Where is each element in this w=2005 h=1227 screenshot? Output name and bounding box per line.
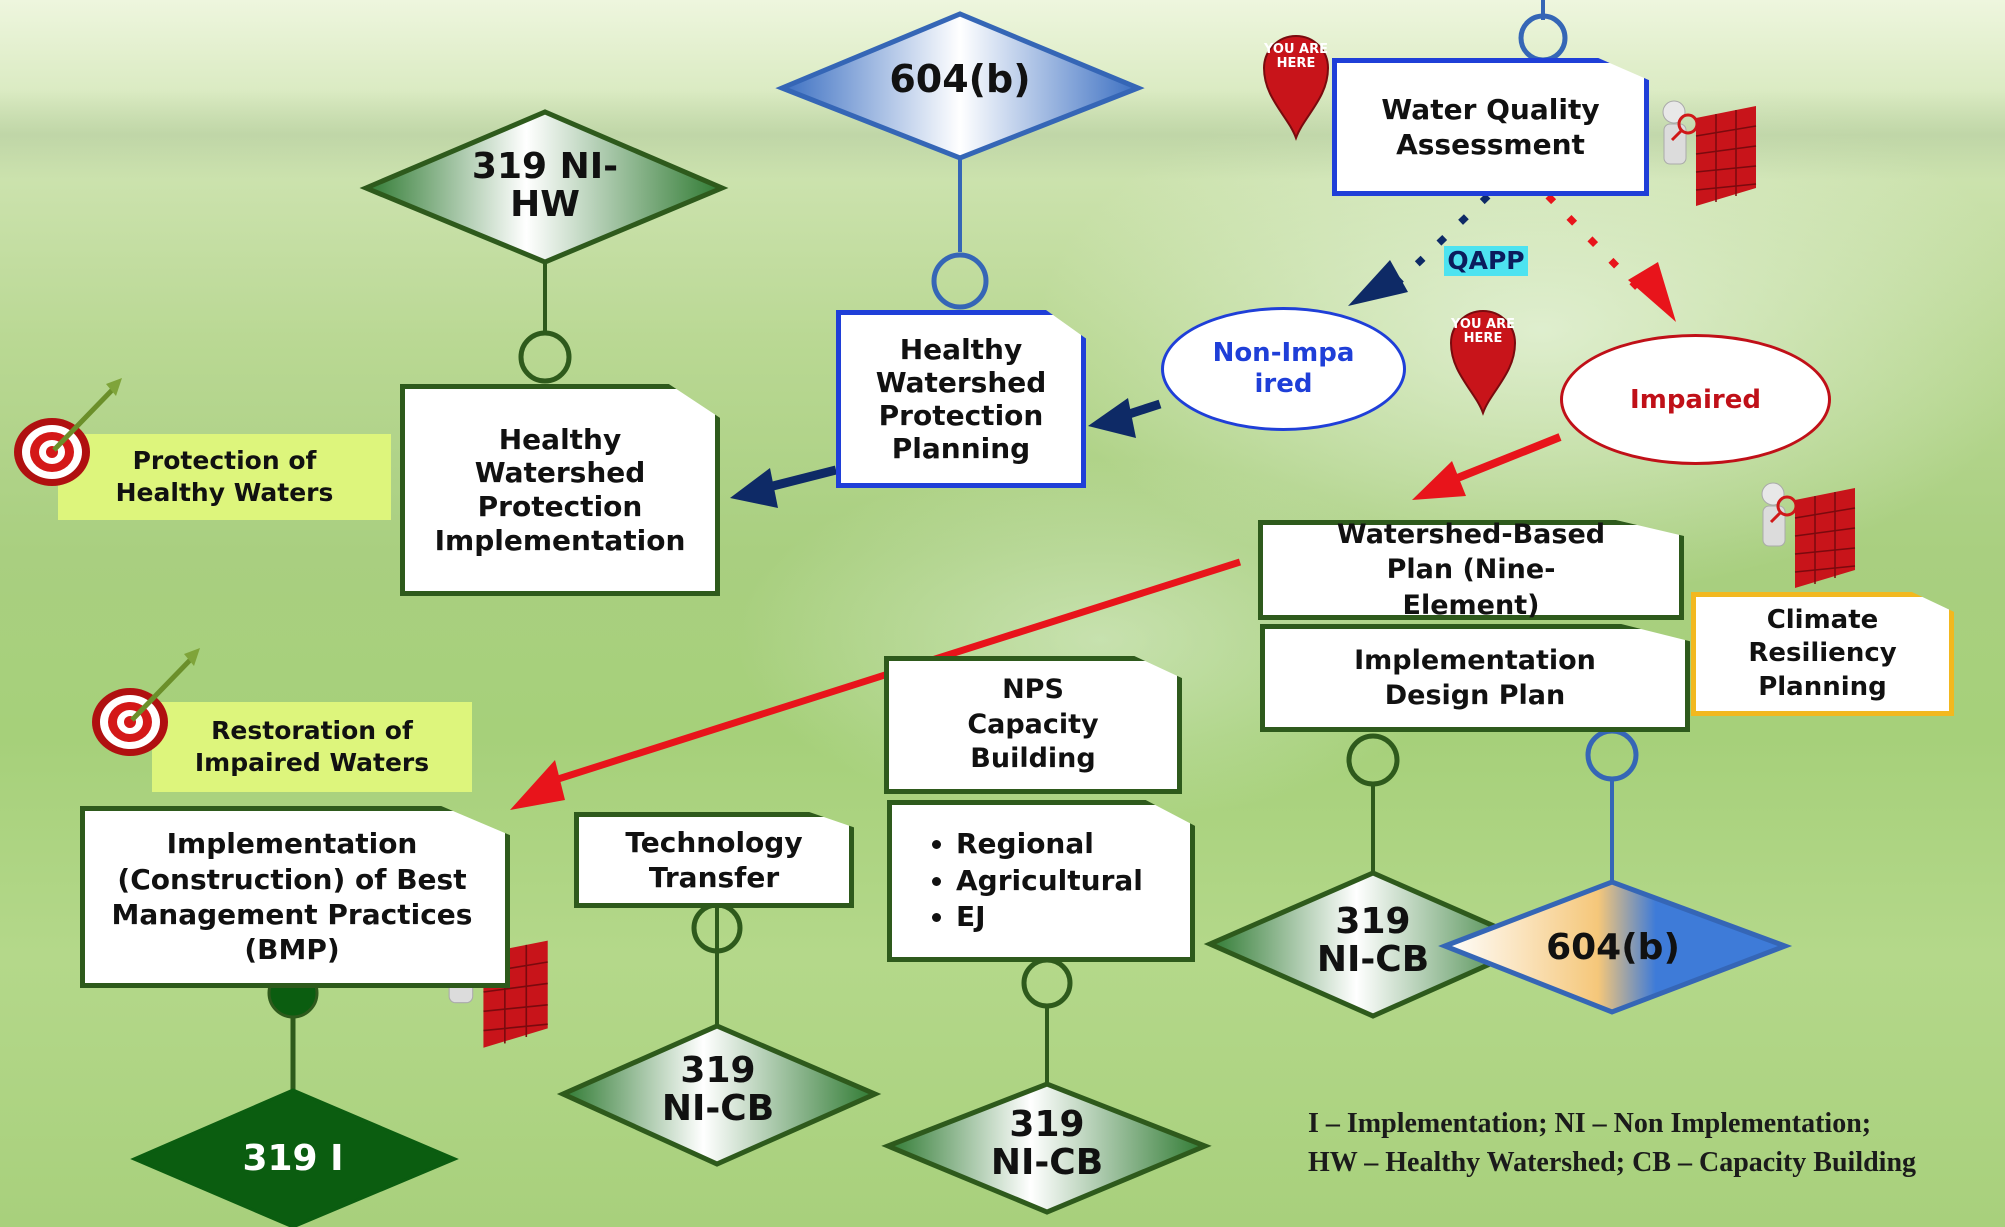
- restoration-goal-label: Restoration of Impaired Waters: [152, 702, 472, 792]
- arrow-head: [730, 468, 778, 508]
- water-quality-assessment-label: Water Quality Assessment: [1381, 93, 1600, 161]
- arrow-head: [510, 760, 565, 810]
- list-item: Regional: [956, 826, 1143, 862]
- technology-transfer-label: Technology Transfer: [625, 825, 803, 894]
- non-impaired-label: Non-Impaired: [1212, 337, 1355, 399]
- arrow-head: [1412, 461, 1466, 500]
- implementation-design-plan-label: Implementation Design Plan: [1354, 644, 1596, 711]
- person-brick-wall-icon: [1761, 482, 1856, 588]
- diamond-label-319-ni-cb-nps: 319 NI-CB: [990, 1104, 1104, 1183]
- list-item: EJ: [956, 899, 1143, 935]
- diamond-604b-top: [775, 11, 1145, 161]
- qapp-label: QAPP: [1444, 246, 1528, 276]
- hw-planning-box: Healthy Watershed Protection Planning: [836, 310, 1086, 488]
- target-icon: [14, 378, 122, 486]
- implementation-design-plan-box: Implementation Design Plan: [1260, 624, 1690, 732]
- watershed-based-plan-box: Watershed-Based Plan (Nine-Element): [1258, 520, 1684, 620]
- connector-node: [1585, 728, 1639, 782]
- impaired-ellipse: Impaired: [1560, 334, 1831, 465]
- hw-implementation-box: Healthy Watershed Protection Implementat…: [400, 384, 720, 596]
- nps-capacity-label: NPS Capacity Building: [967, 674, 1099, 775]
- non-impaired-ellipse: Non-Impaired: [1161, 307, 1406, 431]
- pin-label: YOU ARE HERE: [1263, 42, 1329, 71]
- diamond-label-319-ni-cb-tech: 319 NI-CB: [661, 1050, 775, 1129]
- hw-planning-label: Healthy Watershed Protection Planning: [875, 332, 1047, 466]
- protection-goal-text: Protection of Healthy Waters: [115, 445, 334, 508]
- connector-node: [931, 252, 989, 310]
- diamond-319-ni-cb-nps: [881, 1081, 1212, 1215]
- connector-node: [518, 330, 572, 384]
- diamond-604b-right: [1438, 879, 1793, 1015]
- diamond-319-ni-cb-tech: [556, 1023, 882, 1167]
- diamond-label-319-ni-cb-right: 319 NI-CB: [1316, 901, 1430, 980]
- water-quality-assessment-box: Water Quality Assessment: [1332, 58, 1649, 196]
- bmp-implementation-box: Implementation (Construction) of Best Ma…: [80, 806, 510, 988]
- impaired-label: Impaired: [1630, 384, 1761, 415]
- abbreviation-legend: I – Implementation; NI – Non Implementat…: [1308, 1104, 1916, 1182]
- legend-line-2: HW – Healthy Watershed; CB – Capacity Bu…: [1308, 1147, 1917, 1179]
- nps-items-box: Regional Agricultural EJ: [887, 800, 1195, 962]
- diamond-label-319-i: 319 I: [242, 1138, 344, 1179]
- arrow-head: [1348, 260, 1408, 306]
- legend-line-1: I – Implementation; NI – Non Implementat…: [1308, 1108, 1872, 1139]
- connector-node: [1518, 13, 1568, 63]
- arrow-head: [1628, 262, 1676, 322]
- you-are-here-pin-icon: YOU ARE HERE: [1260, 30, 1332, 142]
- connector-node: [1021, 957, 1073, 1009]
- technology-transfer-box: Technology Transfer: [574, 812, 854, 908]
- diamond-319-ni-hw: [359, 109, 729, 265]
- climate-resiliency-label: Climate Resiliency Planning: [1748, 605, 1897, 702]
- list-item: Agricultural: [956, 863, 1143, 899]
- restoration-goal-text: Restoration of Impaired Waters: [194, 715, 430, 778]
- connector-node: [1346, 733, 1400, 787]
- arrow-line: [1443, 433, 1562, 487]
- diamond-label-604b-top: 604(b): [889, 57, 1031, 101]
- climate-resiliency-box: Climate Resiliency Planning: [1691, 592, 1954, 716]
- diamond-319-i: [130, 1088, 459, 1227]
- diamond-label-319-ni-hw: 319 NI-HW: [471, 146, 619, 225]
- arrow-line: [763, 465, 838, 493]
- diamond-label-604b-right: 604(b): [1546, 927, 1680, 968]
- target-icon: [92, 648, 200, 756]
- pin-label: YOU ARE HERE: [1450, 317, 1516, 346]
- nps-capacity-box: NPS Capacity Building: [884, 656, 1182, 794]
- watershed-based-plan-label: Watershed-Based Plan (Nine-Element): [1336, 519, 1606, 621]
- bmp-implementation-label: Implementation (Construction) of Best Ma…: [111, 827, 473, 967]
- arrow-head: [1088, 398, 1136, 438]
- person-brick-wall-icon: [1662, 100, 1757, 206]
- dotted-arrow-non-impaired: [1387, 193, 1491, 293]
- hw-implementation-label: Healthy Watershed Protection Implementat…: [434, 422, 686, 557]
- protection-goal-label: Protection of Healthy Waters: [58, 434, 391, 520]
- dotted-arrow-impaired: [1545, 193, 1643, 293]
- you-are-here-pin-icon: YOU ARE HERE: [1447, 305, 1519, 417]
- nps-items-list: Regional Agricultural EJ: [926, 826, 1143, 935]
